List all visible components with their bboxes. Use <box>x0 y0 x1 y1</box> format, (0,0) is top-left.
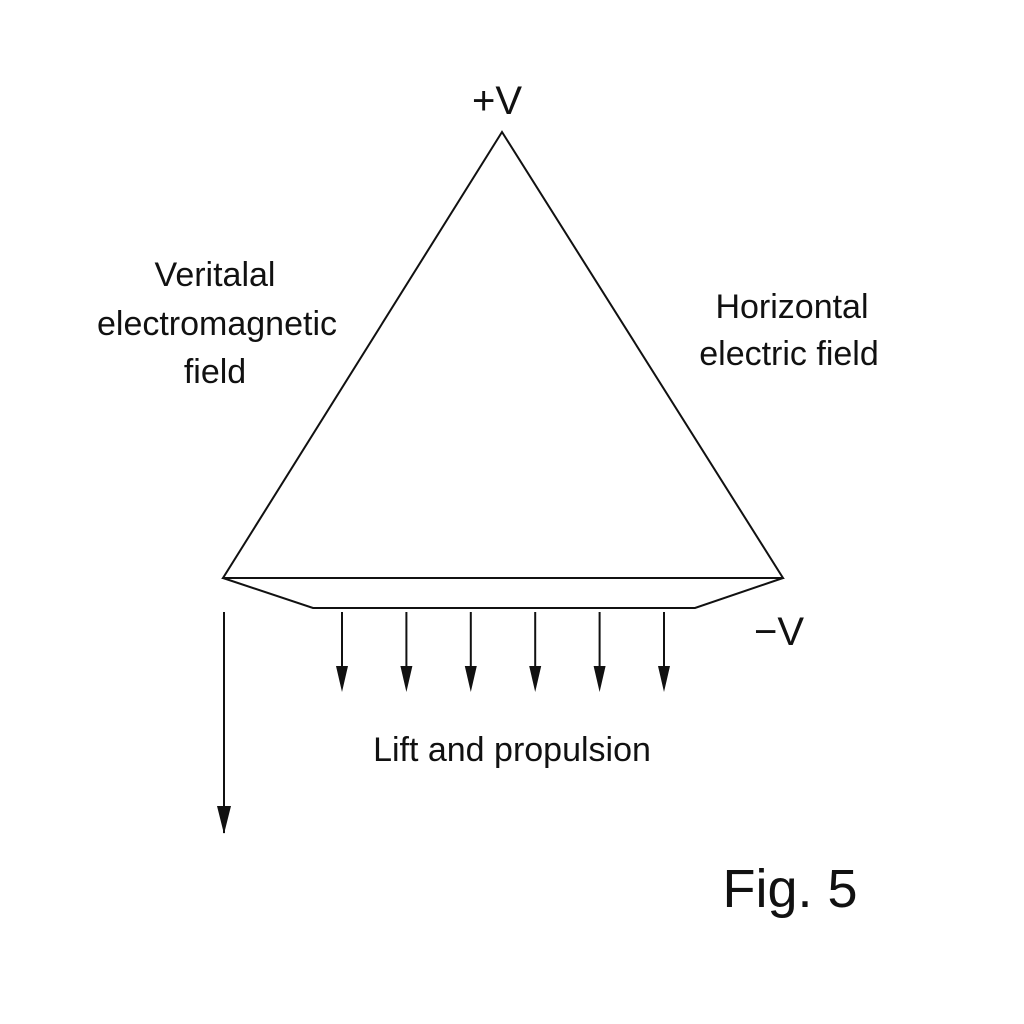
negative-voltage-label: −V <box>754 610 804 654</box>
right-field-line-2: electric field <box>699 335 879 373</box>
base-plate <box>222 577 784 609</box>
left-field-line-2: electromagnetic <box>97 305 337 343</box>
left-field-line-3: field <box>184 353 246 391</box>
left-field-line-1: Veritalal <box>155 256 276 294</box>
right-field-line-1: Horizontal <box>715 288 868 326</box>
vertical-field-arrowhead <box>217 806 231 834</box>
positive-voltage-label: +V <box>472 79 522 123</box>
lift-arrow-head <box>400 666 413 692</box>
lift-arrow-head <box>658 666 670 692</box>
lift-arrow-head <box>529 666 542 692</box>
lift-arrow-head <box>593 666 606 692</box>
lift-propulsion-label: Lift and propulsion <box>373 731 651 769</box>
lift-arrows <box>336 612 670 692</box>
lift-arrow-head <box>464 666 477 692</box>
lift-arrow-head <box>336 666 348 692</box>
figure-label: Fig. 5 <box>722 859 857 919</box>
